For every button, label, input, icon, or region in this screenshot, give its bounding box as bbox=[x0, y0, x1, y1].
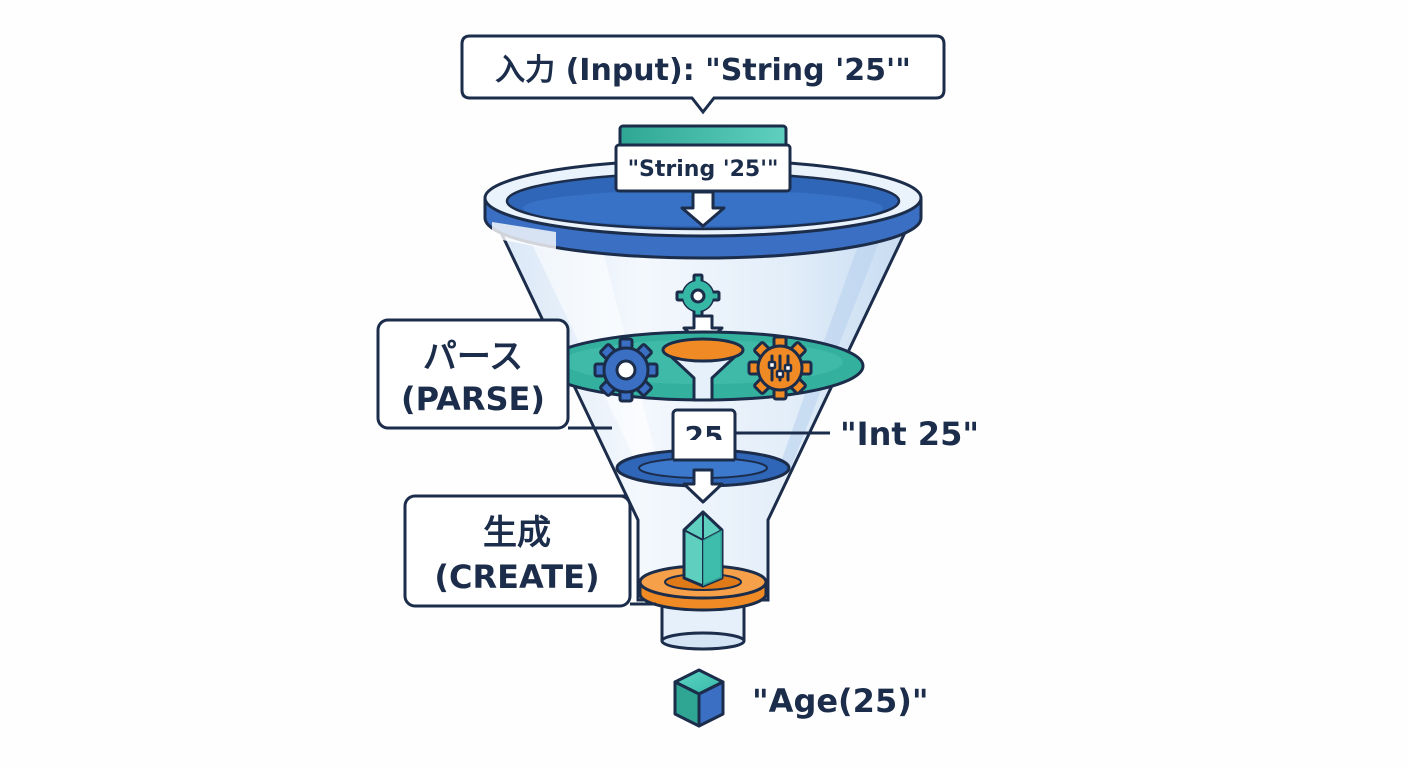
input-label: 入力 (Input): "String '25'" bbox=[495, 53, 911, 88]
input-token: "String '25'" bbox=[614, 124, 792, 193]
output-label: "Age(25)" bbox=[752, 682, 929, 720]
create-label-jp: 生成 bbox=[483, 513, 551, 553]
create-callout: 生成 (CREATE) bbox=[403, 494, 656, 608]
int-callout: "Int 25" bbox=[735, 415, 979, 453]
input-token-label: "String '25'" bbox=[628, 157, 779, 182]
arrow-down-icon bbox=[680, 190, 726, 228]
crystal-icon bbox=[682, 510, 724, 588]
funnel-spout bbox=[660, 598, 746, 651]
int-label: "Int 25" bbox=[840, 415, 979, 453]
gear-icon bbox=[675, 273, 721, 319]
parse-label-en: (PARSE) bbox=[401, 380, 545, 418]
parse-callout: パース (PARSE) bbox=[376, 318, 612, 430]
create-label-en: (CREATE) bbox=[434, 558, 599, 596]
parse-label-jp: パース bbox=[423, 337, 523, 377]
cube-icon bbox=[673, 668, 725, 728]
arrow-down-icon bbox=[682, 468, 724, 504]
input-callout: 入力 (Input): "String '25'" bbox=[460, 34, 946, 115]
mini-funnel-icon bbox=[661, 337, 745, 402]
gear-icon bbox=[593, 337, 659, 403]
filter-ring bbox=[615, 440, 791, 488]
settings-gear-icon bbox=[747, 335, 813, 401]
